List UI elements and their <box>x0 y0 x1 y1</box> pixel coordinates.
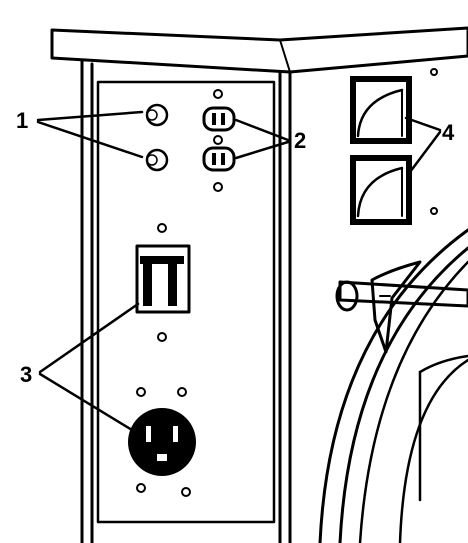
toggle-switch <box>135 223 191 342</box>
front-panel <box>96 80 276 524</box>
callout-label-3: 3 <box>20 362 32 387</box>
indicator-lamp-top <box>145 103 169 127</box>
callout-label-2: 2 <box>294 128 306 153</box>
indicator-lamp-bottom <box>145 148 169 172</box>
cabinet-body <box>80 58 292 543</box>
outlet-top <box>202 89 236 132</box>
outlet-bottom <box>202 135 236 192</box>
meter-top <box>350 68 438 144</box>
cabinet-top <box>50 26 468 74</box>
cable-reel <box>318 228 468 543</box>
meter-bottom <box>350 155 438 225</box>
callout-label-4: 4 <box>442 120 455 145</box>
leader-lines <box>36 110 442 432</box>
large-receptacle <box>128 387 196 497</box>
reel-axle <box>335 260 468 354</box>
callout-label-1: 1 <box>16 108 28 133</box>
